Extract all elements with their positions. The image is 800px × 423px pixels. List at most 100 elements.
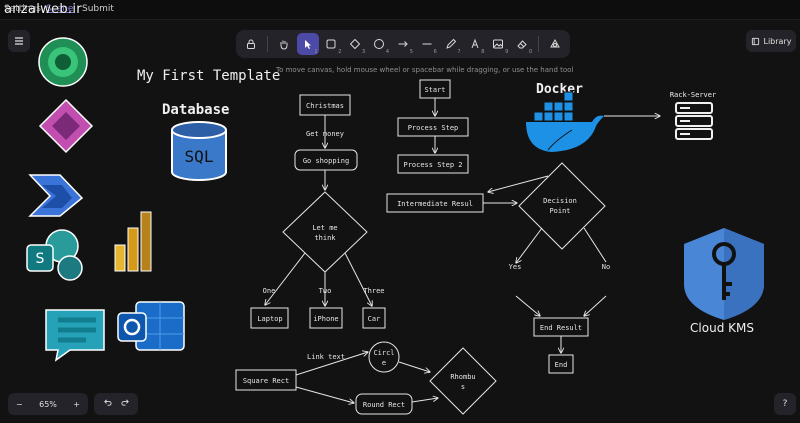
pencil-icon [445, 38, 456, 49]
svg-text:S: S [36, 251, 45, 267]
car-text: Car [368, 315, 381, 323]
book-icon [751, 37, 759, 45]
diamond-tool-button[interactable]: 3 [344, 33, 366, 55]
sharepoint-logo-icon[interactable]: S [26, 229, 83, 281]
drawing-canvas[interactable]: S My First Template Database SQL [0, 20, 800, 423]
end-result-text: End Result [540, 324, 582, 332]
ellipse-tool-button[interactable]: 4 [368, 33, 390, 55]
round-rect-box[interactable] [355, 393, 413, 415]
help-button[interactable]: ? [774, 393, 796, 415]
process-step-2-box[interactable] [397, 154, 469, 174]
pointer-icon [304, 40, 311, 49]
watermark: anzalweb.ir [4, 2, 82, 17]
top-menu-bar: Settings Scene Submit anzalweb.ir [0, 0, 800, 20]
arrow-tool-button[interactable]: 5 [392, 33, 414, 55]
help-icon: ? [782, 399, 788, 409]
laptop-box[interactable] [250, 307, 289, 329]
yes-text: Yes [509, 263, 522, 271]
process-step-2-text: Process Step 2 [403, 161, 462, 169]
hamburger-icon [15, 37, 23, 45]
undo-icon [103, 399, 112, 406]
hand-tool-button[interactable] [273, 33, 295, 55]
text-tool-button[interactable]: 8 [464, 33, 486, 55]
let-me-text: Let me [312, 224, 337, 232]
diamond-icon [350, 38, 361, 50]
template-title[interactable]: My First Template [137, 68, 280, 84]
end-text: End [555, 361, 568, 369]
image-tool-button[interactable]: 9 [487, 33, 509, 55]
point-text: Point [549, 207, 570, 215]
zoom-out-button[interactable]: − [16, 399, 23, 409]
draw-tool-button[interactable]: 7 [440, 33, 462, 55]
circle-text-2: e [382, 359, 386, 367]
powerbi-logo-icon[interactable] [114, 211, 152, 272]
image-icon [493, 39, 504, 49]
ellipse-icon [374, 39, 385, 49]
dynamics-logo-icon[interactable] [38, 37, 88, 87]
eraser-tool-button[interactable]: 0 [511, 33, 533, 55]
round-rect-text: Round Rect [363, 401, 405, 409]
redo-button[interactable] [120, 398, 130, 410]
library-button[interactable]: Library [746, 30, 796, 52]
docker-whale-icon[interactable] [526, 91, 604, 152]
start-text: Start [424, 86, 445, 94]
rack-server-icon[interactable] [675, 102, 713, 140]
text-icon [471, 38, 478, 49]
selection-tool-button[interactable]: 1 [296, 33, 319, 55]
line-icon [422, 43, 432, 45]
zoom-in-button[interactable]: + [73, 399, 80, 409]
settings-menu[interactable]: Settings [4, 4, 41, 14]
process-step-1-text: Process Step [408, 124, 459, 132]
rhombus-shape[interactable] [429, 347, 497, 415]
toolbar-divider [266, 36, 268, 52]
shapes-more-icon [550, 38, 560, 48]
go-shopping-box[interactable] [294, 149, 358, 171]
get-money-text: Get money [306, 130, 344, 138]
cloud-kms-label[interactable]: Cloud KMS [690, 321, 754, 335]
iphone-box[interactable] [309, 307, 343, 329]
cloud-kms-shield-icon[interactable] [684, 228, 764, 320]
circle-text-1: Circl [373, 349, 394, 357]
database-label[interactable]: Database [162, 102, 229, 118]
docker-label[interactable]: Docker [536, 82, 583, 97]
powerapps-logo-icon[interactable] [38, 98, 94, 154]
end-box[interactable] [548, 354, 574, 374]
square-rect-text: Square Rect [243, 377, 289, 385]
teams-chat-logo-icon[interactable] [45, 309, 105, 362]
iphone-text: iPhone [313, 315, 338, 323]
think-text: think [314, 234, 336, 242]
database-cylinder-icon[interactable] [171, 121, 227, 181]
decision-point-diamond[interactable] [518, 162, 606, 250]
undo-button[interactable] [103, 398, 112, 410]
scene-menu[interactable]: Scene [46, 4, 74, 14]
square-rect-box[interactable] [235, 369, 297, 391]
link-text-label: Link text [307, 353, 345, 361]
undo-redo-group [94, 393, 138, 415]
one-text: One [263, 287, 276, 295]
rectangle-tool-button[interactable]: 2 [321, 33, 343, 55]
lock-tool-button[interactable] [240, 33, 262, 55]
rhombus-text-2: s [461, 383, 465, 391]
main-menu-button[interactable] [8, 30, 30, 52]
three-text: Three [363, 287, 384, 295]
toolbar-divider [538, 36, 540, 52]
christmas-text: Christmas [306, 102, 344, 110]
rack-server-label[interactable]: Rack-Server [670, 91, 716, 99]
let-me-think-diamond[interactable] [282, 191, 368, 273]
circle-shape[interactable] [368, 341, 400, 373]
sql-label: SQL [185, 147, 214, 166]
outlook-logo-icon[interactable] [117, 301, 185, 351]
shapes-toolbar: 1 2 3 4 5 6 7 8 9 0 [236, 30, 570, 58]
powerautomate-logo-icon[interactable] [28, 174, 84, 217]
library-label: Library [763, 36, 792, 46]
line-tool-button[interactable]: 6 [416, 33, 438, 55]
redo-icon [120, 399, 129, 406]
submit-menu[interactable]: Submit [82, 4, 114, 14]
hand-icon [280, 40, 288, 50]
rectangle-icon [326, 39, 336, 49]
car-box[interactable] [362, 307, 386, 329]
zoom-control: − 65% + [8, 393, 88, 415]
zoom-level[interactable]: 65% [39, 399, 57, 409]
process-step-1-box[interactable] [397, 117, 469, 137]
extra-tools-button[interactable] [544, 33, 566, 55]
